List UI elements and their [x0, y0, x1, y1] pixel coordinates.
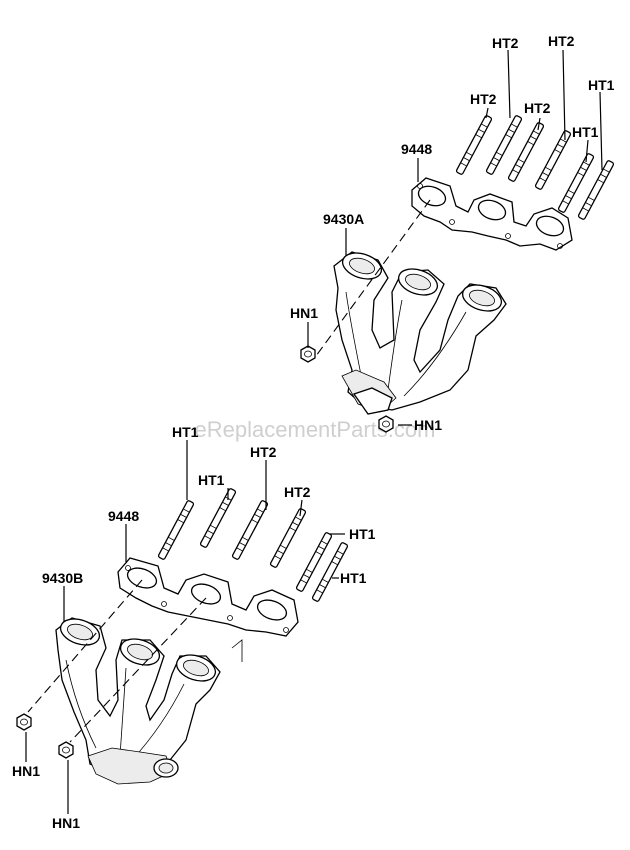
label-lower-ht1-c: HT1 [349, 526, 376, 542]
lower-stud-2 [199, 487, 237, 549]
label-lower-gasket: 9448 [108, 508, 139, 524]
label-lower-ht2-a: HT2 [250, 444, 277, 460]
label-upper-hn1-right: HN1 [414, 417, 442, 433]
label-upper-ht1-b: HT1 [572, 124, 599, 140]
lower-nut-a [16, 713, 32, 731]
label-lower-ht1-b: HT1 [198, 472, 225, 488]
lower-stud-3 [231, 499, 269, 561]
label-upper-ht2-c: HT2 [524, 100, 551, 116]
label-upper-ht2-a: HT2 [470, 91, 497, 107]
upper-assembly: HT2 HT2 HT2 HT2 HT1 HT1 9448 9430A HN1 H… [290, 33, 615, 433]
lower-nut-b [58, 741, 74, 759]
lower-assembly: HT1 HT1 HT2 HT2 HT1 HT1 9448 9430B HN1 H… [12, 424, 376, 831]
label-upper-ht2-b: HT2 [492, 35, 519, 51]
upper-stud-4 [534, 129, 572, 191]
watermark-text: eReplacementParts.com [195, 417, 436, 442]
label-upper-ht1-a: HT1 [588, 77, 615, 93]
upper-nut-right [378, 415, 394, 433]
lower-manifold [55, 613, 221, 785]
label-lower-ht1-d: HT1 [340, 570, 367, 586]
label-upper-ht2-d: HT2 [548, 33, 575, 49]
upper-stud-1 [455, 114, 493, 176]
label-upper-hn1-left: HN1 [290, 305, 318, 321]
label-lower-hn1-a: HN1 [12, 763, 40, 779]
label-lower-ht2-b: HT2 [284, 484, 311, 500]
label-upper-manifold: 9430A [323, 211, 364, 227]
upper-nut-left [300, 345, 316, 363]
lower-stud-4 [269, 507, 307, 569]
label-upper-gasket: 9448 [401, 141, 432, 157]
upper-manifold [333, 247, 507, 415]
label-lower-hn1-b: HN1 [52, 815, 80, 831]
lower-gasket [117, 557, 299, 637]
label-lower-ht1-a: HT1 [172, 424, 199, 440]
lower-stud-1 [157, 499, 195, 561]
label-lower-manifold: 9430B [42, 570, 83, 586]
upper-gasket [411, 177, 573, 251]
